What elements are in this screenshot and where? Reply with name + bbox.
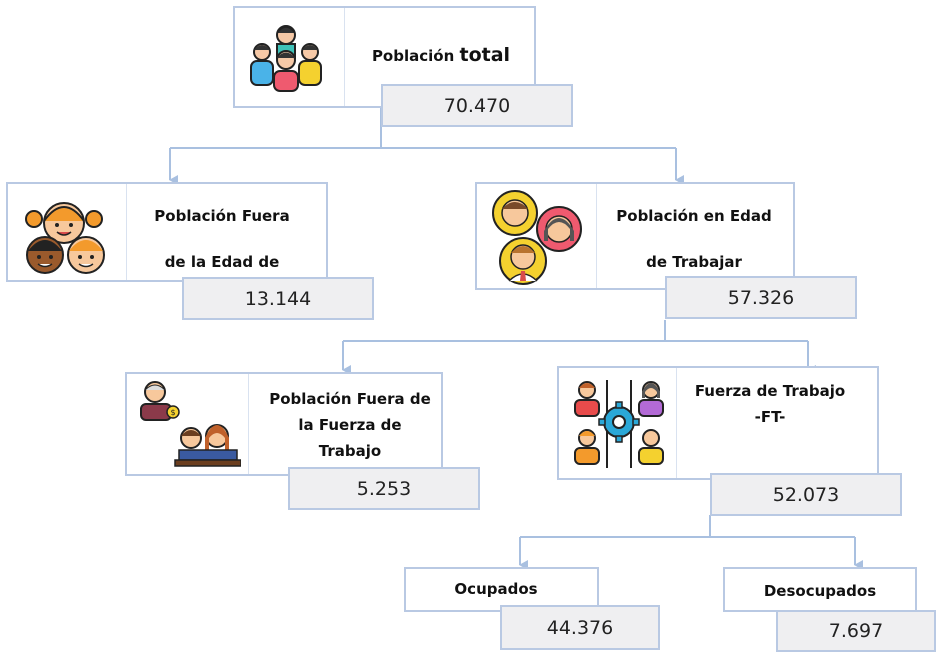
node-ocupados: Ocupados [404, 567, 599, 612]
node-label-line: Trabajo [318, 442, 382, 460]
value-poblacion-fuera-edad: 13.144 [182, 277, 374, 320]
family-group-icon [250, 25, 322, 92]
node-label: Población en Edad de Trabajar [601, 190, 787, 288]
label-part: Población [371, 47, 460, 65]
node-label: Fuerza de Trabajo -FT- [680, 378, 860, 430]
node-label: Población Fuera de la Fuerza de Trabajo [259, 386, 441, 464]
node-poblacion-fuera-ft: $ Población Fuera de la Fuerza de Trabaj… [125, 372, 443, 476]
node-poblacion-edad-trabajar: Población en Edad de Trabajar [475, 182, 795, 290]
node-label-line: Población Fuera [154, 207, 290, 225]
node-label-line: -FT- [754, 408, 786, 426]
node-label: Desocupados [763, 582, 877, 600]
value-fuerza-trabajo: 52.073 [710, 473, 902, 516]
node-divider [126, 184, 127, 280]
node-poblacion-fuera-edad: Población Fuera de la Edad de [6, 182, 328, 282]
node-label-line: Población Fuera de [269, 390, 431, 408]
value-poblacion-fuera-ft: 5.253 [288, 467, 480, 510]
adults-group-icon [492, 190, 582, 285]
value-ocupados: 44.376 [500, 605, 660, 650]
node-label-line: de la Edad de [164, 253, 280, 271]
node-fuerza-trabajo: Fuerza de Trabajo -FT- [557, 366, 879, 480]
label-part-emph: total [459, 44, 511, 66]
node-label: Población Fuera de la Edad de [132, 190, 312, 288]
node-label: Ocupados [454, 580, 538, 598]
node-label-line: Fuerza de Trabajo [694, 382, 846, 400]
node-desocupados: Desocupados [723, 567, 917, 612]
node-label-line: de Trabajar [646, 253, 742, 271]
children-icon [25, 202, 105, 274]
node-divider [676, 368, 677, 478]
retirees-students-icon: $ [140, 381, 241, 467]
node-label-line: Población en Edad [616, 207, 772, 225]
node-label-line: la Fuerza de [298, 416, 402, 434]
value-poblacion-total: 70.470 [381, 84, 573, 127]
svg-text:$: $ [170, 408, 175, 417]
value-desocupados: 7.697 [776, 610, 936, 652]
workforce-gear-icon [574, 380, 664, 468]
node-divider [344, 8, 345, 106]
node-divider [248, 374, 249, 474]
value-poblacion-edad-trabajar: 57.326 [665, 276, 857, 319]
node-divider [596, 184, 597, 288]
node-label: Población total [348, 42, 534, 70]
